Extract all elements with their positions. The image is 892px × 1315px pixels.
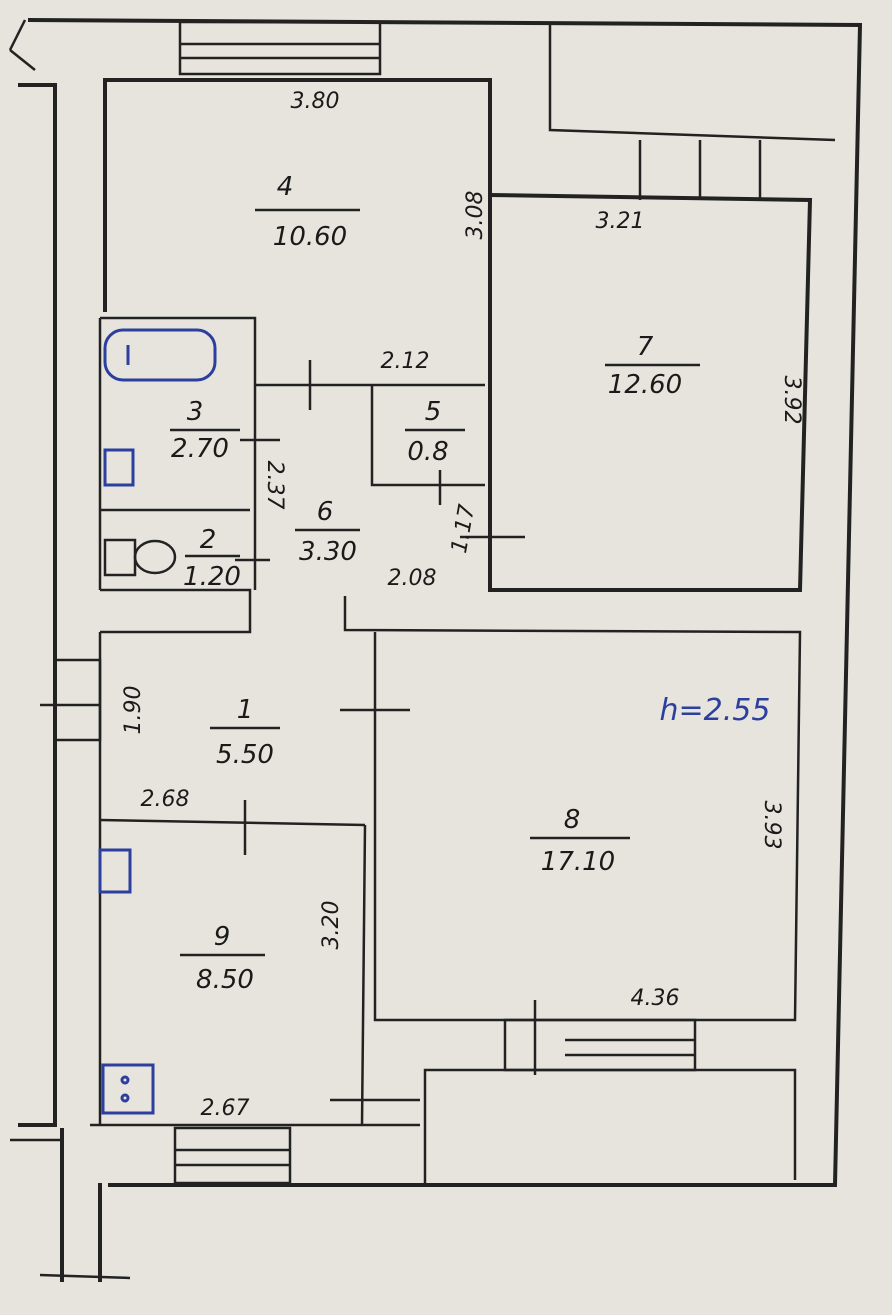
svg-text:1.20: 1.20 bbox=[183, 562, 241, 592]
svg-text:0.8: 0.8 bbox=[407, 437, 448, 467]
svg-text:7: 7 bbox=[637, 332, 654, 362]
svg-text:2.70: 2.70 bbox=[171, 434, 229, 464]
svg-text:3.80: 3.80 bbox=[291, 89, 340, 114]
svg-text:4.36: 4.36 bbox=[631, 986, 680, 1011]
svg-text:3: 3 bbox=[187, 397, 204, 427]
kitchen-sink-icon bbox=[98, 848, 132, 894]
svg-text:3.30: 3.30 bbox=[299, 537, 357, 567]
svg-text:17.10: 17.10 bbox=[541, 847, 615, 877]
ceiling-height-note: h=2.55 bbox=[660, 693, 771, 728]
svg-text:8: 8 bbox=[564, 805, 581, 835]
svg-text:5: 5 bbox=[425, 397, 442, 427]
toilet-icon bbox=[103, 538, 177, 577]
svg-text:6: 6 bbox=[317, 497, 334, 527]
room-label-8: 8 17.10 bbox=[530, 805, 630, 877]
sink-icon bbox=[103, 448, 135, 487]
svg-text:2.37: 2.37 bbox=[262, 461, 287, 510]
svg-text:10.60: 10.60 bbox=[273, 222, 347, 252]
svg-text:1.17: 1.17 bbox=[447, 503, 480, 556]
svg-text:2: 2 bbox=[200, 525, 217, 555]
svg-text:8.50: 8.50 bbox=[196, 965, 254, 995]
svg-text:12.60: 12.60 bbox=[608, 370, 682, 400]
svg-text:3.92: 3.92 bbox=[779, 376, 804, 425]
outer-walls bbox=[8, 17, 863, 1282]
room-label-1: 1 5.50 bbox=[210, 695, 280, 770]
balcony-bottom bbox=[423, 1068, 797, 1185]
svg-text:4: 4 bbox=[277, 172, 294, 202]
room-label-5: 5 0.8 bbox=[405, 397, 465, 467]
balcony-top bbox=[548, 25, 836, 142]
svg-text:1: 1 bbox=[237, 695, 254, 725]
window-top bbox=[178, 20, 382, 76]
room-label-3: 3 2.70 bbox=[170, 397, 240, 464]
svg-text:5.50: 5.50 bbox=[216, 740, 274, 770]
room-label-7: 7 12.60 bbox=[605, 332, 700, 400]
interior-walls bbox=[90, 78, 813, 1127]
room-label-6: 6 3.30 bbox=[295, 497, 360, 567]
bathtub-icon bbox=[103, 328, 217, 382]
door-marks bbox=[235, 360, 525, 855]
svg-text:9: 9 bbox=[214, 922, 231, 952]
svg-text:2.12: 2.12 bbox=[381, 349, 430, 374]
window-bottom bbox=[173, 1098, 420, 1185]
svg-text:3.08: 3.08 bbox=[463, 191, 488, 240]
window-left bbox=[40, 658, 102, 742]
svg-text:3.20: 3.20 bbox=[319, 901, 344, 950]
balcony-top-door bbox=[638, 140, 762, 200]
room-label-2: 2 1.20 bbox=[183, 525, 241, 592]
svg-text:2.67: 2.67 bbox=[201, 1096, 250, 1121]
svg-text:2.08: 2.08 bbox=[388, 566, 437, 591]
svg-text:2.68: 2.68 bbox=[141, 787, 190, 812]
svg-text:1.90: 1.90 bbox=[121, 686, 146, 735]
svg-text:3.93: 3.93 bbox=[759, 801, 784, 850]
door-balcony-bottom bbox=[503, 1000, 697, 1075]
stove-icon bbox=[101, 1063, 155, 1115]
room-label-9: 9 8.50 bbox=[180, 922, 265, 995]
dimension-labels: 3.80 3.08 3.21 3.92 2.12 2.37 1.17 2.08 … bbox=[121, 89, 804, 1121]
svg-text:3.21: 3.21 bbox=[596, 209, 645, 234]
room-label-4: 4 10.60 bbox=[255, 172, 360, 252]
